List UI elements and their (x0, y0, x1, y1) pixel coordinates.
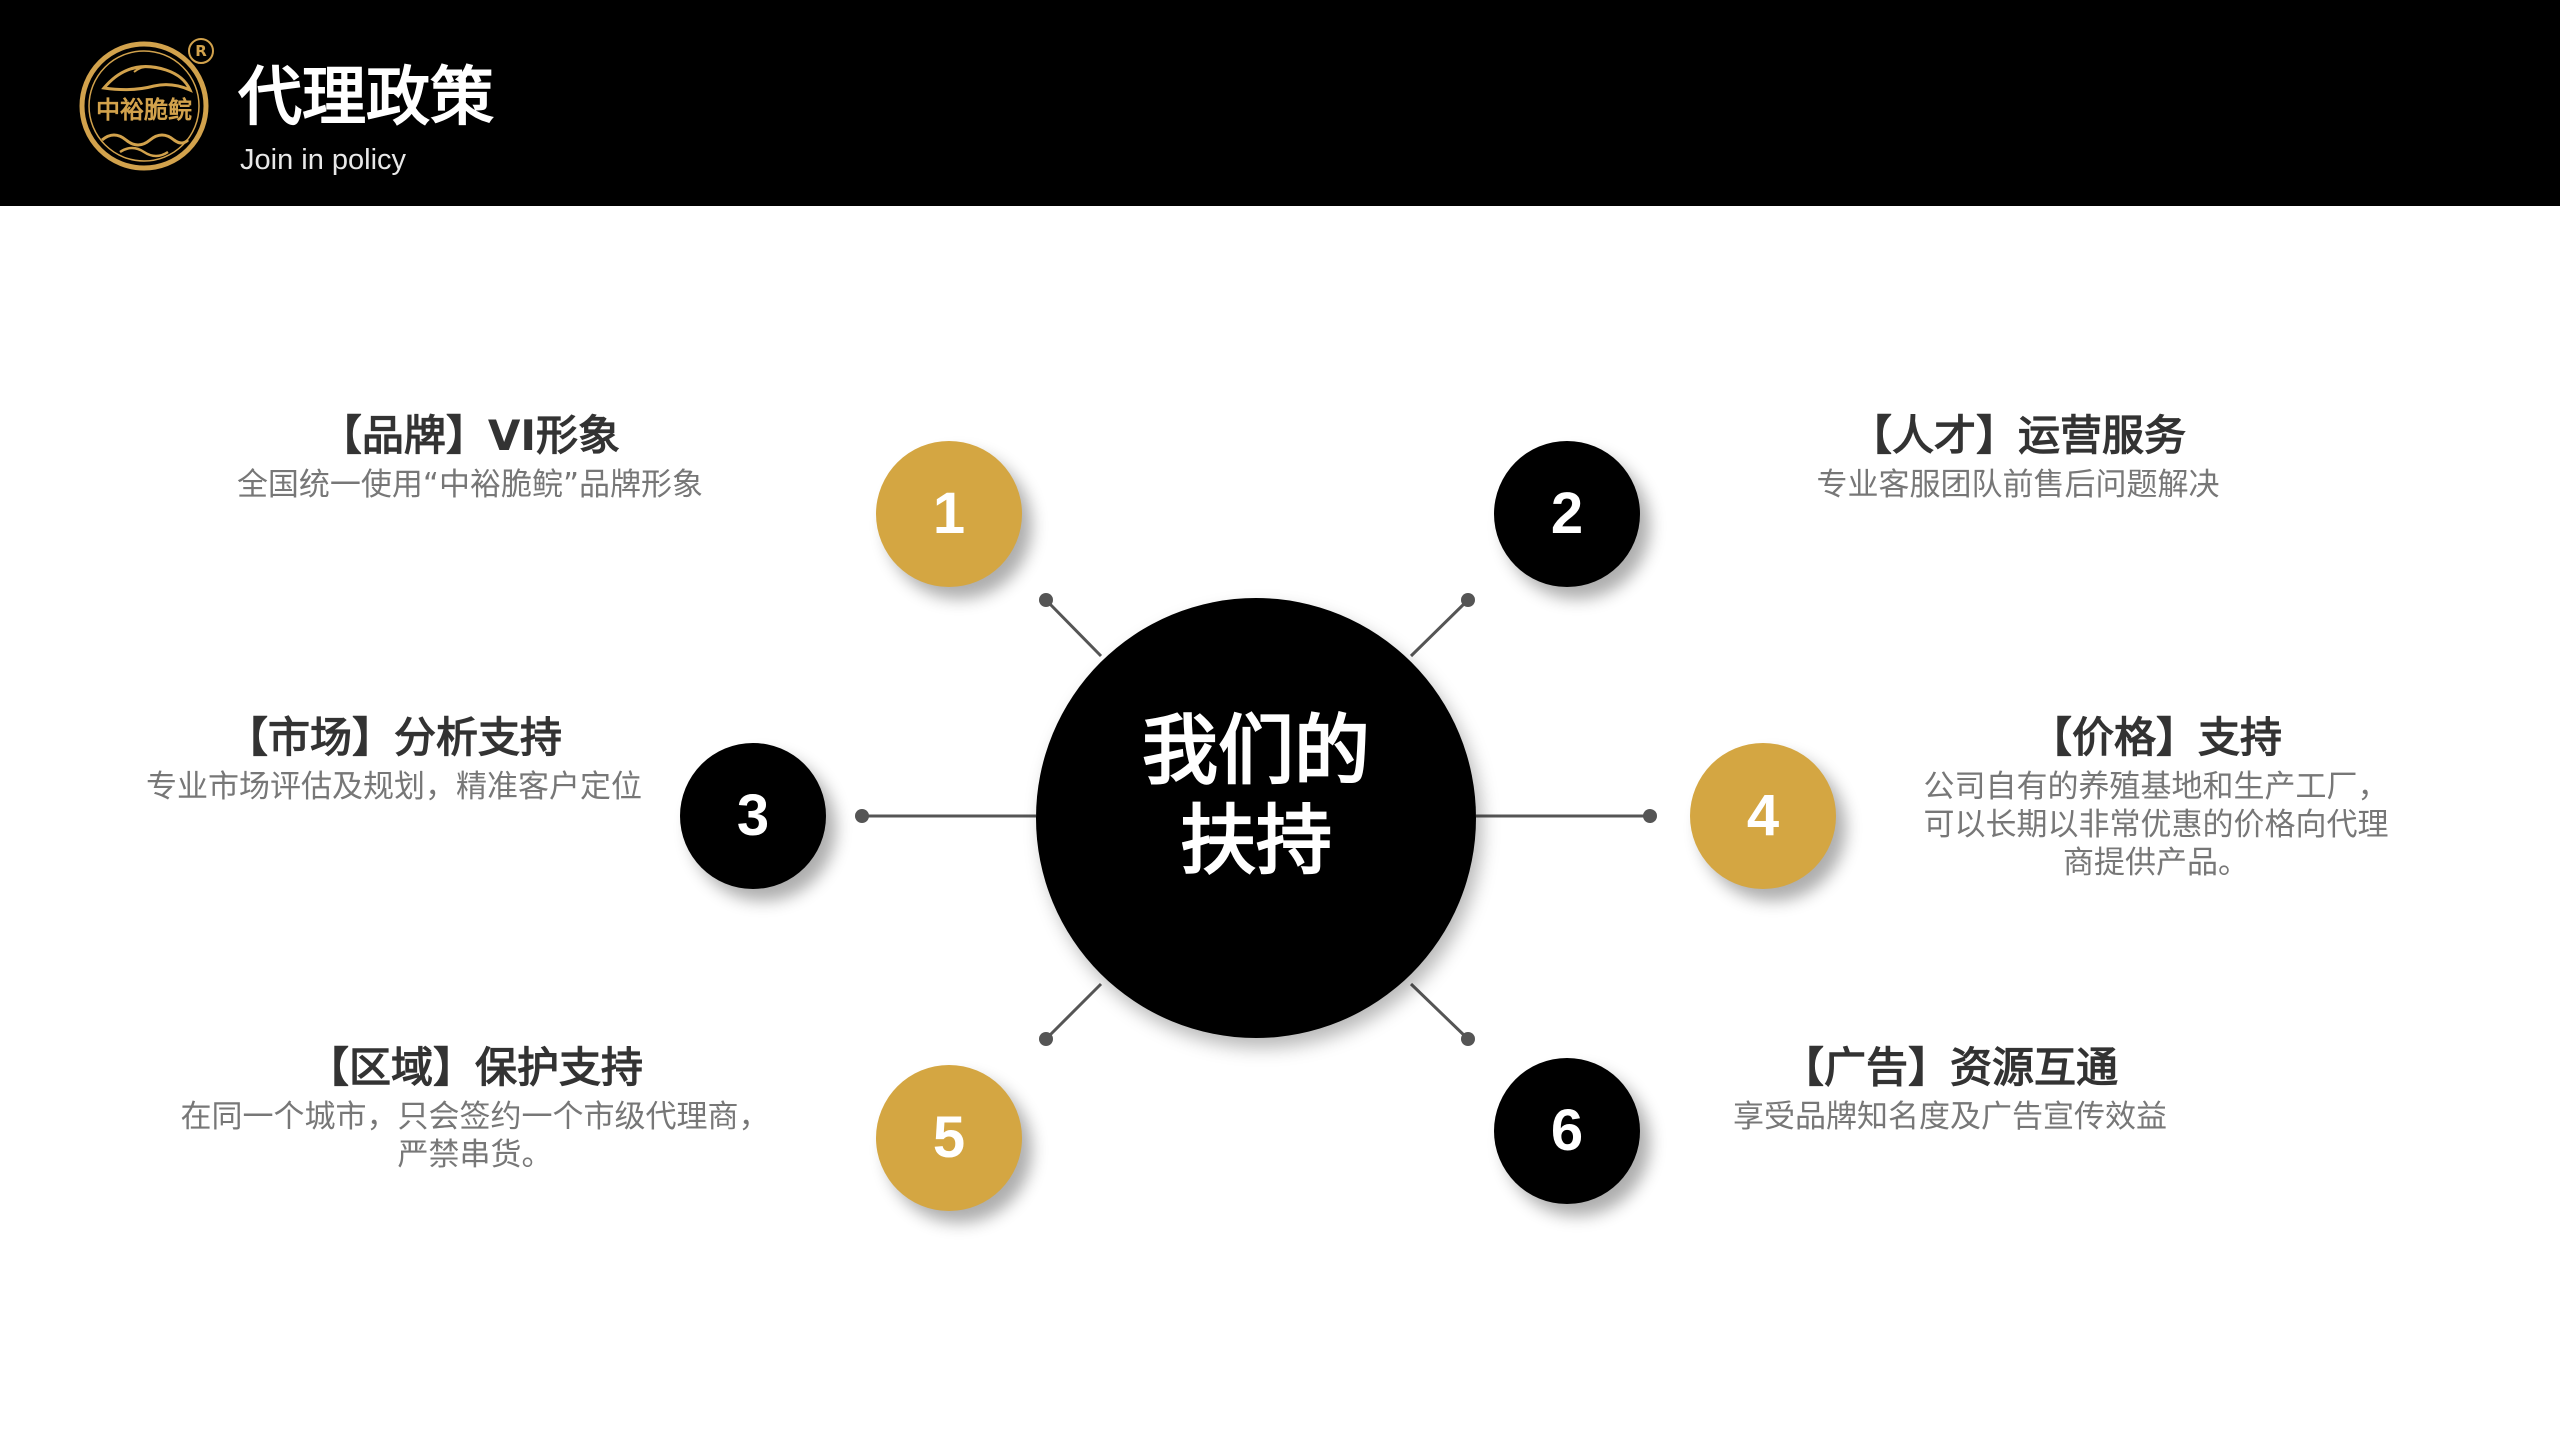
brand-logo-icon: 中裕脆鲩 (79, 41, 209, 171)
node-5-number: 5 (932, 1105, 966, 1170)
header-bar: 中裕脆鲩 R 代理政策 Join in policy (0, 0, 2560, 206)
node-1-label: 【品牌】VI形象 全国统一使用“中裕脆鲩”品牌形象 (170, 406, 770, 504)
node-5-heading: 【区域】保护支持 (306, 1043, 643, 1092)
node-2-number: 2 (1550, 481, 1584, 546)
node-2-description: 专业客服团队前售后问题解决 (1816, 467, 2220, 503)
connector-5-line (1044, 982, 1103, 1041)
center-hub-line-2: 扶持 (1180, 796, 1332, 885)
node-2-heading: 【人才】运营服务 (1849, 411, 2186, 460)
node-3-description: 专业市场评估及规划，精准客户定位 (146, 769, 642, 805)
node-1-heading: 【品牌】VI形象 (319, 411, 621, 460)
connector-6-line (1409, 982, 1470, 1041)
node-2-circle: 2 (1494, 441, 1640, 587)
node-5-label: 【区域】保护支持 在同一个城市，只会签约一个市级代理商，严禁串货。 (170, 1038, 780, 1174)
connector-3-dot (855, 809, 869, 823)
node-3-number: 3 (736, 783, 770, 848)
node-4-circle: 4 (1690, 743, 1836, 889)
connector-2-line (1409, 598, 1470, 658)
node-5-description: 在同一个城市，只会签约一个市级代理商，严禁串货。 (180, 1099, 770, 1173)
node-4-number: 4 (1746, 783, 1780, 848)
node-2-label: 【人才】运营服务 专业客服团队前售后问题解决 (1718, 406, 2318, 504)
node-4-label: 【价格】支持 公司自有的养殖基地和生产工厂，可以长期以非常优惠的价格向代理商提供… (1916, 708, 2396, 882)
node-3-label: 【市场】分析支持 专业市场评估及规划，精准客户定位 (124, 708, 664, 806)
node-6-heading: 【广告】资源互通 (1781, 1043, 2118, 1092)
node-6-circle: 6 (1494, 1058, 1640, 1204)
node-6-description: 享受品牌知名度及广告宣传效益 (1733, 1099, 2167, 1135)
center-hub-circle (1036, 598, 1476, 1038)
node-1-description: 全国统一使用“中裕脆鲩”品牌形象 (236, 467, 704, 503)
node-1-number: 1 (932, 481, 966, 546)
connector-5-dot (1039, 1032, 1053, 1046)
connector-1-line (1044, 598, 1103, 658)
node-4-description: 公司自有的养殖基地和生产工厂，可以长期以非常优惠的价格向代理商提供产品。 (1923, 769, 2389, 881)
node-1-circle: 1 (876, 441, 1022, 587)
node-5-circle: 5 (876, 1065, 1022, 1211)
node-3-heading: 【市场】分析支持 (225, 713, 562, 762)
node-3-circle: 3 (680, 743, 826, 889)
connector-2-dot (1461, 593, 1475, 607)
connector-4-dot (1643, 809, 1657, 823)
node-6-number: 6 (1550, 1098, 1584, 1163)
node-4-heading: 【价格】支持 (2029, 713, 2282, 762)
center-hub-label: 我们的 扶持 (1036, 706, 1476, 886)
logo-text: 中裕脆鲩 (96, 95, 192, 124)
center-hub-line-1: 我们的 (1142, 706, 1370, 795)
node-6-label: 【广告】资源互通 享受品牌知名度及广告宣传效益 (1650, 1038, 2250, 1136)
page-title: 代理政策 (238, 61, 494, 135)
connector-6-dot (1461, 1032, 1475, 1046)
connector-1-dot (1039, 593, 1053, 607)
page-subtitle: Join in policy (240, 144, 407, 176)
registered-mark: R (188, 38, 214, 64)
